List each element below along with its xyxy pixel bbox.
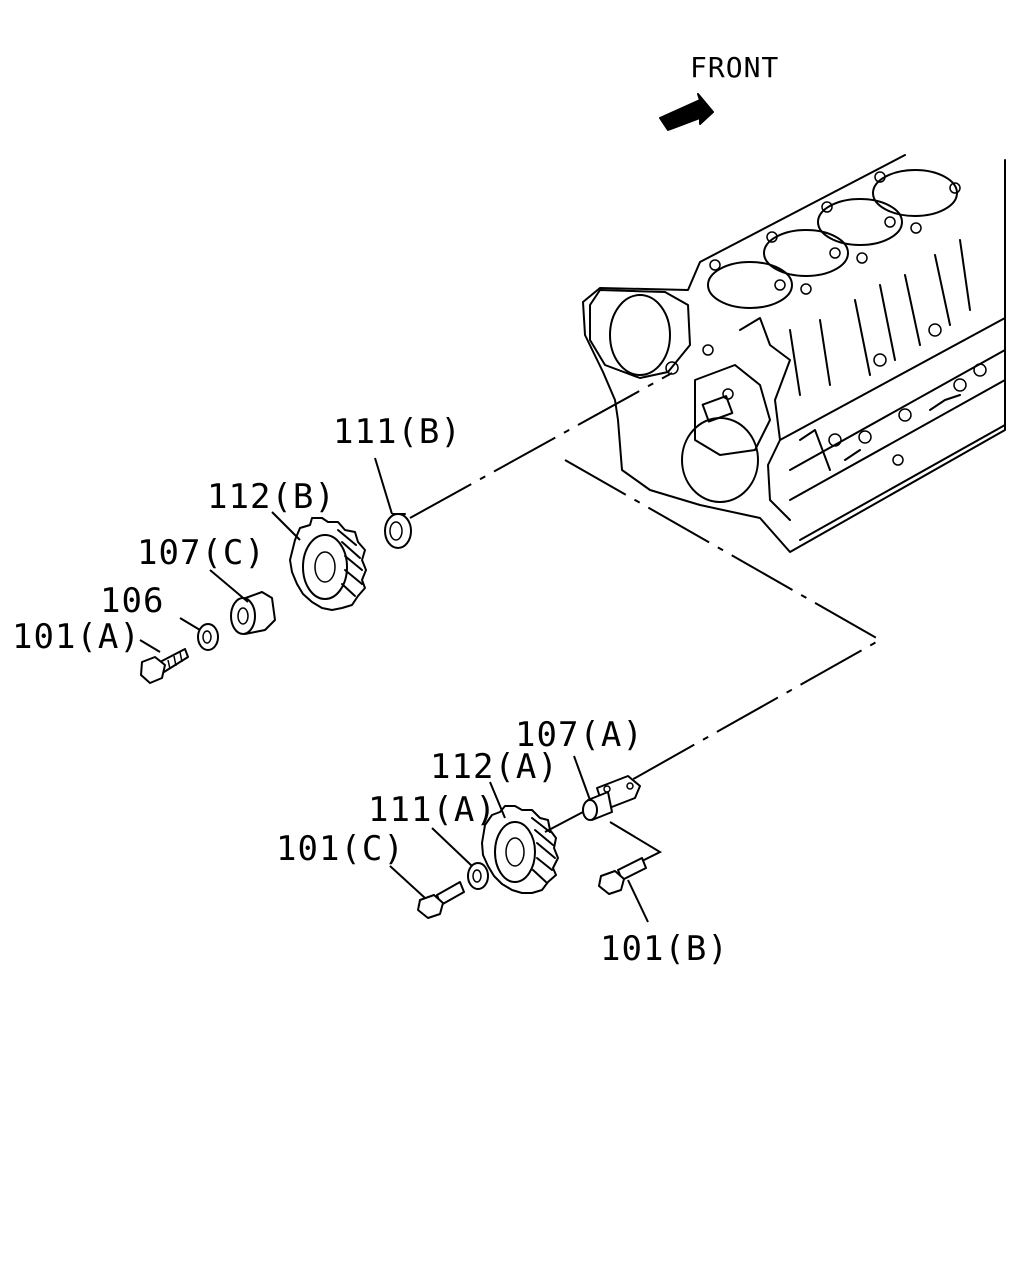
label-111a: 111(A) xyxy=(368,790,497,830)
part-106-washer-icon xyxy=(197,623,219,651)
leader-101b xyxy=(627,879,649,923)
part-107c-shaft-icon xyxy=(230,591,276,635)
label-101c: 101(C) xyxy=(276,829,405,869)
leader-112b xyxy=(271,511,301,541)
label-106: 106 xyxy=(100,581,165,621)
front-direction-label: FRONT xyxy=(690,51,780,84)
leader-101c xyxy=(389,865,426,899)
part-111b-washer-icon xyxy=(384,513,412,549)
shaft-to-gear-line xyxy=(544,811,584,833)
part-107a-flanged-shaft-icon xyxy=(582,775,641,821)
engine-block xyxy=(582,154,1006,553)
part-101b-bolt-icon xyxy=(598,857,647,895)
label-107a: 107(A) xyxy=(515,715,644,755)
lower-mounting-line xyxy=(564,459,883,796)
leader-111a xyxy=(431,827,473,867)
label-111b: 111(B) xyxy=(333,412,462,452)
label-112b: 112(B) xyxy=(207,477,336,517)
part-101c-bolt-icon xyxy=(417,881,465,919)
label-101a: 101(A) xyxy=(12,617,141,657)
part-101a-bolt-icon xyxy=(140,648,189,684)
front-arrow-icon xyxy=(659,93,714,131)
label-112a: 112(A) xyxy=(430,747,559,787)
leader-101a xyxy=(139,639,161,653)
upper-mounting-line xyxy=(409,372,673,519)
label-101b: 101(B) xyxy=(600,929,729,969)
leader-106 xyxy=(179,617,201,631)
part-112b-gear-icon xyxy=(289,517,367,611)
part-112a-gear-icon xyxy=(481,805,559,894)
leader-107c xyxy=(209,569,249,603)
part-111a-washer-icon xyxy=(467,862,489,890)
leader-111b xyxy=(374,457,393,515)
leader-112a xyxy=(489,781,506,819)
label-107c: 107(C) xyxy=(137,533,266,573)
leader-107a xyxy=(573,755,591,801)
